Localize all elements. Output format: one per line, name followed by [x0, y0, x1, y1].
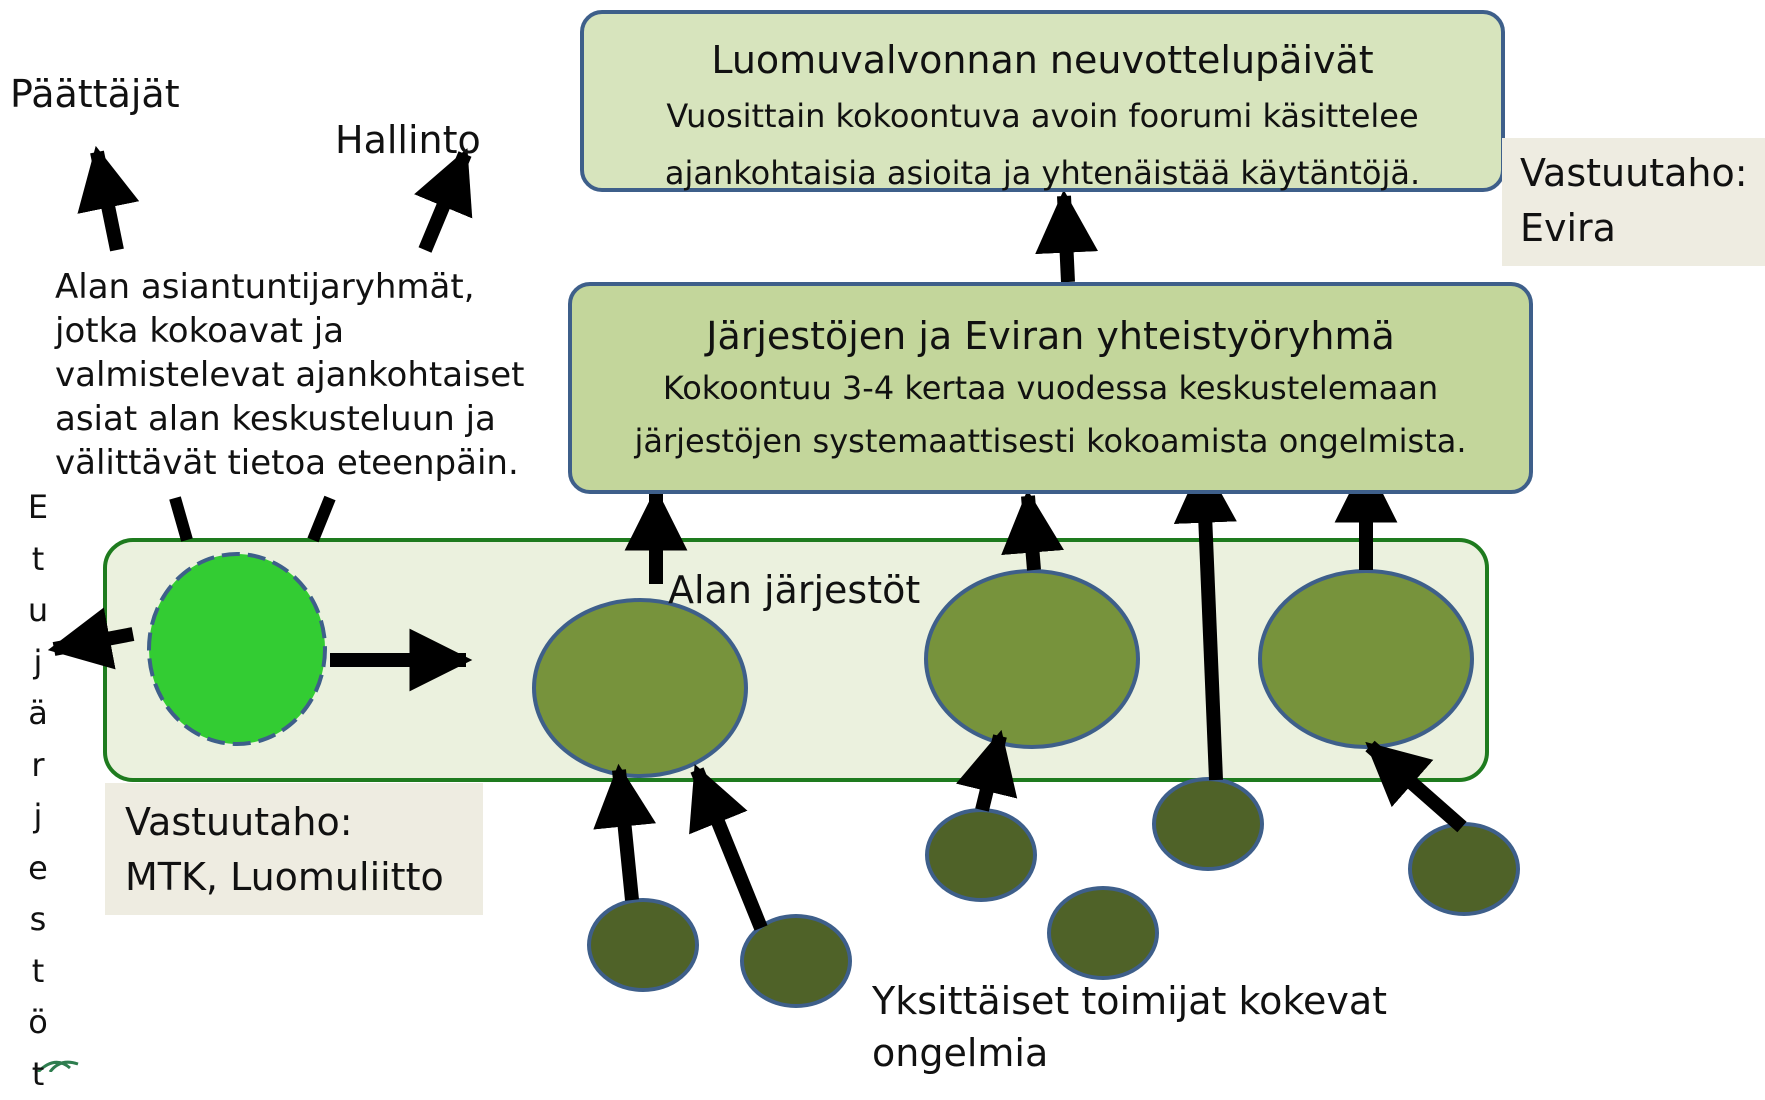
paattajat-label: Päättäjät [10, 72, 180, 116]
etujarjestot-letter: r [24, 740, 52, 792]
mtk-responsibility-note: Vastuutaho: MTK, Luomuliitto [105, 783, 483, 915]
arrow-actor2-to-org1 [697, 770, 761, 928]
expert-groups-circle [149, 554, 325, 744]
yhteistyoryhma-text-line2: järjestöjen systemaattisesti kokoamista … [572, 419, 1529, 464]
arrow-to-paattajat [97, 152, 117, 250]
expert-groups-text: Alan asiantuntijaryhmät, jotka kokoavat … [55, 265, 524, 485]
arrow-midbox-to-topbox [1064, 196, 1068, 282]
expert-stub-left [175, 498, 187, 540]
expert-groups-line: valmistelevat ajankohtaiset [55, 353, 524, 397]
etujarjestot-letter: e [24, 843, 52, 895]
etujarjestot-letter: t [24, 946, 52, 998]
etujarjestot-letter: t [24, 1049, 52, 1100]
organization-ellipse-2 [926, 571, 1138, 747]
actor-ellipse-2 [742, 916, 850, 1006]
yhteistyoryhma-box: Järjestöjen ja Eviran yhteistyöryhmä Kok… [568, 282, 1533, 494]
organization-ellipse-3 [1260, 571, 1472, 747]
mtk-note-line1: Vastuutaho: [125, 795, 483, 850]
alan-jarjestot-label: Alan järjestöt [668, 568, 920, 612]
expert-stub-right [313, 498, 330, 540]
etujarjestot-letter: E [24, 482, 52, 534]
yhteistyoryhma-title: Järjestöjen ja Eviran yhteistyöryhmä [572, 314, 1529, 358]
etujarjestot-letter: s [24, 894, 52, 946]
hallinto-label: Hallinto [335, 118, 481, 162]
etujarjestot-letter: j [24, 791, 52, 843]
actor-ellipse-3 [927, 810, 1035, 900]
arrow-actor1-to-org1 [619, 770, 632, 900]
actor-ellipse-4 [1049, 888, 1157, 978]
etujarjestot-letter: ö [24, 997, 52, 1049]
yksittaiset-line1: Yksittäiset toimijat kokevat [872, 975, 1387, 1027]
etujarjestot-letter: t [24, 534, 52, 586]
expert-groups-line: asiat alan keskusteluun ja [55, 397, 524, 441]
mtk-note-line2: MTK, Luomuliitto [125, 850, 483, 905]
organization-ellipse-1 [534, 600, 746, 776]
neuvottelupaivat-text-line1: Vuosittain kokoontuva avoin foorumi käsi… [584, 94, 1501, 139]
yksittaiset-toimijat-label: Yksittäiset toimijat kokevat ongelmia [872, 975, 1387, 1079]
expert-groups-line: Alan asiantuntijaryhmät, [55, 265, 524, 309]
evira-note-line2: Evira [1520, 201, 1765, 256]
arrow-org2-to-midbox [1028, 496, 1034, 570]
etujarjestot-letter: j [24, 637, 52, 689]
expert-groups-line: välittävät tietoa eteenpäin. [55, 441, 524, 485]
yksittaiset-line2: ongelmia [872, 1027, 1387, 1079]
neuvottelupaivat-text-line2: ajankohtaisia asioita ja yhtenäistää käy… [584, 151, 1501, 196]
neuvottelupaivat-title: Luomuvalvonnan neuvottelupäivät [584, 38, 1501, 82]
etujarjestot-letter: ä [24, 688, 52, 740]
arrow-to-hallinto [425, 154, 465, 250]
etujarjestot-vertical-label: E t u j ä r j e s t ö t [24, 482, 52, 1100]
evira-responsibility-note: Vastuutaho: Evira [1502, 138, 1765, 266]
evira-note-line1: Vastuutaho: [1520, 146, 1765, 201]
yhteistyoryhma-text-line1: Kokoontuu 3-4 kertaa vuodessa keskustele… [572, 366, 1529, 411]
expert-groups-line: jotka kokoavat ja [55, 309, 524, 353]
neuvottelupaivat-box: Luomuvalvonnan neuvottelupäivät Vuositta… [580, 10, 1505, 192]
actor-ellipse-6 [1410, 824, 1518, 914]
etujarjestot-letter: u [24, 585, 52, 637]
actor-ellipse-1 [589, 900, 697, 990]
actor-ellipse-5 [1154, 779, 1262, 869]
